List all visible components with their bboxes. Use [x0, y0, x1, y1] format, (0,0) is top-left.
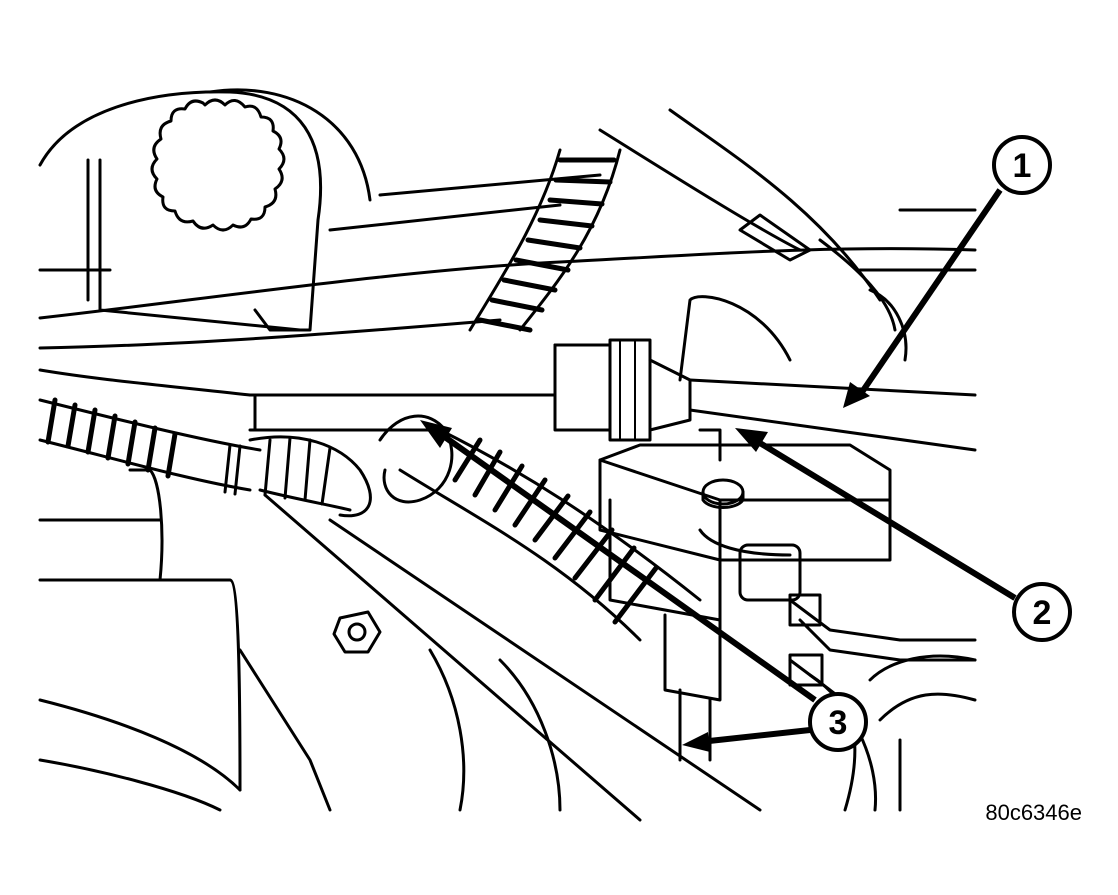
frame-rail: [38, 468, 762, 822]
bolt: [332, 610, 382, 654]
convoluted-hose-upper: [468, 148, 622, 333]
callout-2-label: 2: [1033, 594, 1052, 632]
callout-3-label: 3: [829, 704, 848, 742]
module-block: [598, 428, 892, 762]
sprocket-gear: [150, 98, 286, 232]
wiring-harness: [38, 397, 454, 518]
convoluted-hose-lower: [398, 428, 702, 642]
callout-1-label: 1: [1013, 147, 1032, 185]
arrowhead-2: [735, 428, 768, 452]
arrowhead-3b: [682, 732, 710, 752]
sensor-connector: [553, 295, 977, 452]
upper-tubes: [38, 173, 977, 350]
arrowhead-3a: [420, 420, 452, 448]
callout-1: 1: [843, 135, 1052, 408]
figure-id: 80c6346e: [985, 800, 1082, 825]
upper-hose: [598, 108, 908, 362]
center-rod: [38, 368, 557, 432]
callout-3: 3: [420, 420, 868, 752]
sprocket-housing: [38, 88, 372, 332]
callout-2: 2: [735, 428, 1072, 642]
lower-contours: [38, 648, 562, 812]
arrowhead-1: [843, 382, 870, 408]
